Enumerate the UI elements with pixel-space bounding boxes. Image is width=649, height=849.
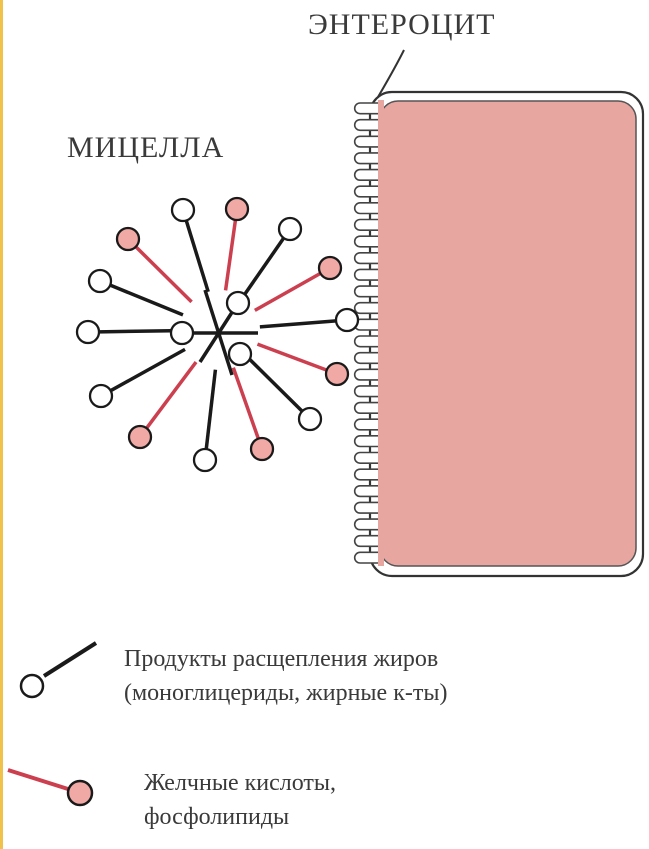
microvillus — [355, 269, 381, 280]
microvillus — [355, 236, 381, 247]
microvillus — [355, 286, 381, 297]
microvillus — [355, 403, 381, 414]
fat-product-head — [336, 309, 358, 331]
fat-product-tail — [260, 321, 336, 327]
microvillus — [355, 219, 381, 230]
bile-acid-tail — [255, 273, 321, 310]
microvillus — [355, 103, 381, 114]
microvillus — [355, 502, 381, 513]
microvillus — [355, 153, 381, 164]
bile-acid-head — [129, 426, 151, 448]
legend-bile-line2: фосфолипиды — [144, 800, 336, 834]
fat-product-tail — [110, 285, 183, 315]
fat-product-head — [90, 385, 112, 407]
enterocyte-cell — [370, 92, 643, 576]
fat-product-head — [77, 321, 99, 343]
bile-acid-tail — [233, 368, 258, 439]
microvillus — [355, 452, 381, 463]
bile-acid-head — [226, 198, 248, 220]
microvillus — [355, 120, 381, 131]
microvillus — [355, 203, 381, 214]
fat-product-tail — [206, 370, 215, 449]
microvillus — [355, 336, 381, 347]
legend-fat-icon — [21, 643, 96, 697]
bile-acid-tail — [136, 247, 192, 302]
microvillus — [355, 253, 381, 264]
microvillus — [355, 436, 381, 447]
microvillus — [355, 469, 381, 480]
microvillus — [355, 369, 381, 380]
core-fat-product-head — [171, 322, 193, 344]
microvillus — [355, 136, 381, 147]
legend-fat-line1: Продукты расщепления жиров — [124, 642, 447, 676]
core-fat-product-head — [227, 292, 249, 314]
legend-bile-icon — [8, 770, 92, 805]
fat-product-head — [279, 218, 301, 240]
bile-acid-head — [251, 438, 273, 460]
enterocyte-leader-line — [378, 50, 404, 97]
bile-acid-head — [326, 363, 348, 385]
cell-membrane-edge — [378, 100, 384, 566]
fat-product-head — [299, 408, 321, 430]
legend-bile-line1: Желчные кислоты, — [144, 766, 336, 800]
fat-product-head — [89, 270, 111, 292]
microvillus — [355, 519, 381, 530]
fat-product-tail — [186, 221, 208, 292]
legend-bile-acids: Желчные кислоты, фосфолипиды — [144, 766, 336, 834]
microvillus — [355, 552, 381, 563]
microvillus — [355, 303, 381, 314]
bile-acid-tail — [226, 220, 236, 290]
legend-fat-products: Продукты расщепления жиров (моноглицерид… — [124, 642, 447, 710]
microvillus — [355, 170, 381, 181]
microvillus — [355, 386, 381, 397]
micelle — [77, 198, 358, 471]
microvillus — [355, 486, 381, 497]
core-fat-product-head — [229, 343, 251, 365]
bile-acid-tail — [257, 344, 326, 370]
microvillus — [355, 186, 381, 197]
microvillus — [355, 419, 381, 430]
fat-product-tail — [248, 358, 302, 411]
microvillus — [355, 536, 381, 547]
fat-product-tail — [99, 331, 180, 332]
fat-product-head — [194, 449, 216, 471]
bile-acid-head — [117, 228, 139, 250]
fat-product-tail — [111, 349, 185, 390]
bile-acid-head — [319, 257, 341, 279]
bile-acid-tail — [147, 362, 196, 428]
fat-product-tail — [243, 238, 284, 297]
fat-product-head — [172, 199, 194, 221]
legend-fat-line2: (моноглицериды, жирные к-ты) — [124, 676, 447, 710]
microvillus — [355, 353, 381, 364]
